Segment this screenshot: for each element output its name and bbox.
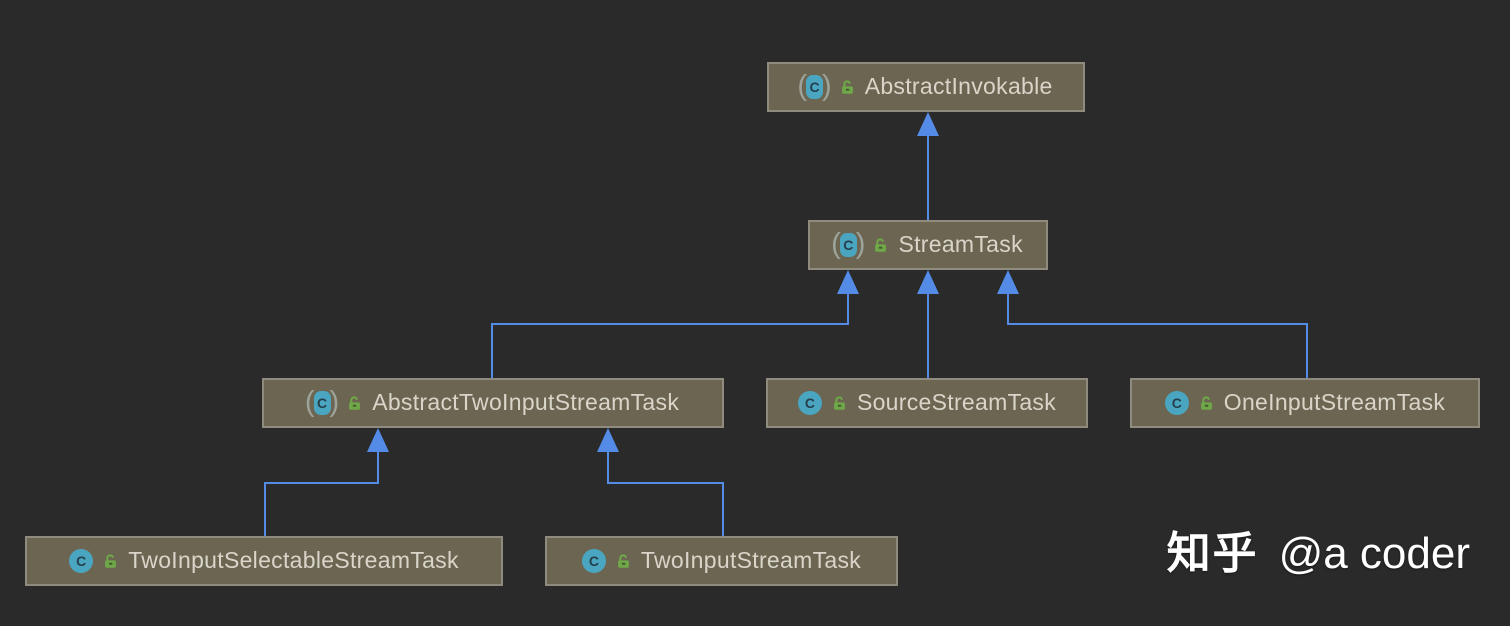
watermark: 知乎 @a coder xyxy=(1167,528,1470,581)
abstract-class-icon: (C) xyxy=(304,385,340,418)
edge-source-stream-task-extends-stream-task[interactable] xyxy=(917,270,939,378)
edge-line[interactable] xyxy=(491,292,849,378)
class-icon: C xyxy=(69,549,94,573)
class-name-label: AbstractTwoInputStreamTask xyxy=(372,388,680,415)
class-name-label: OneInputStreamTask xyxy=(1223,388,1446,415)
edge-abstract-two-input-stream-task-extends-stream-task[interactable] xyxy=(491,270,859,378)
edge-line[interactable] xyxy=(1007,292,1308,378)
class-name-label: TwoInputStreamTask xyxy=(640,546,862,573)
class-icon: C xyxy=(797,391,822,415)
inheritance-arrowhead-icon xyxy=(367,428,389,452)
class-node-one-input-stream-task[interactable]: C OneInputStreamTask xyxy=(1130,378,1480,428)
inheritance-arrowhead-icon xyxy=(917,270,939,294)
unlocked-lock-icon xyxy=(349,395,361,410)
class-name-label: AbstractInvokable xyxy=(864,72,1053,99)
class-node-two-input-stream-task[interactable]: C TwoInputStreamTask xyxy=(545,536,898,586)
class-node-two-input-selectable-stream-task[interactable]: C TwoInputSelectableStreamTask xyxy=(25,536,503,586)
abstract-class-icon: (C) xyxy=(831,227,866,260)
class-icon: C xyxy=(581,549,606,573)
class-name-label: TwoInputSelectableStreamTask xyxy=(128,546,459,573)
edge-stream-task-extends-abstract-invokable[interactable] xyxy=(917,112,939,220)
class-node-source-stream-task[interactable]: C SourceStreamTask xyxy=(766,378,1088,428)
unlocked-lock-icon xyxy=(1200,395,1212,410)
abstract-class-icon: (C) xyxy=(797,69,832,102)
unlocked-lock-icon xyxy=(617,553,629,568)
inheritance-arrowhead-icon xyxy=(837,270,859,294)
unlocked-lock-icon xyxy=(841,79,853,94)
class-node-abstract-invokable[interactable]: (C) AbstractInvokable xyxy=(767,62,1085,112)
inheritance-arrowhead-icon xyxy=(597,428,619,452)
unlocked-lock-icon xyxy=(834,395,845,410)
edge-line[interactable] xyxy=(607,450,724,536)
class-node-abstract-two-input-stream-task[interactable]: (C) AbstractTwoInputStreamTask xyxy=(262,378,724,428)
class-icon: C xyxy=(1164,391,1189,415)
edge-two-input-selectable-stream-task-extends-abstract-two-input-stream-task[interactable] xyxy=(264,428,389,536)
class-node-stream-task[interactable]: (C) StreamTask xyxy=(808,220,1048,270)
class-name-label: StreamTask xyxy=(898,230,1023,257)
watermark-brand: 知乎 xyxy=(1166,529,1259,578)
unlocked-lock-icon xyxy=(875,237,887,252)
watermark-author: @a coder xyxy=(1278,529,1470,578)
inheritance-arrowhead-icon xyxy=(917,112,939,136)
edge-one-input-stream-task-extends-stream-task[interactable] xyxy=(997,270,1308,378)
unlocked-lock-icon xyxy=(105,553,117,568)
class-name-label: SourceStreamTask xyxy=(856,388,1057,415)
inheritance-arrowhead-icon xyxy=(997,270,1019,294)
edge-line[interactable] xyxy=(264,450,379,536)
edge-two-input-stream-task-extends-abstract-two-input-stream-task[interactable] xyxy=(597,428,724,536)
